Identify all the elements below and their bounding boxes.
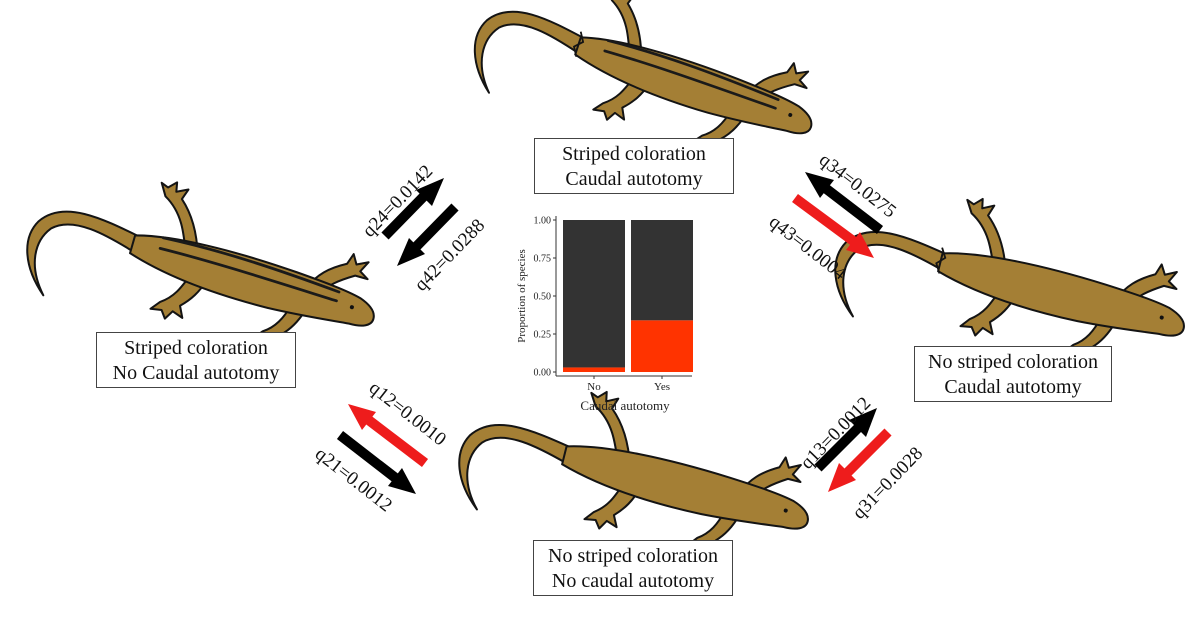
arrow-q24	[381, 178, 444, 240]
arrow-q13	[814, 408, 877, 472]
bar-group	[563, 220, 693, 372]
state-box-left: Striped coloration No Caudal autotomy	[96, 332, 296, 388]
bar-segment-yes-1	[631, 220, 693, 321]
lizard-striped-autotomy	[460, 0, 836, 192]
arrow-q12	[348, 404, 429, 467]
rate-label-q12: q12=0.0010	[365, 377, 450, 450]
y-tick-label: 0.50	[534, 292, 552, 303]
x-tick-label-yes: Yes	[654, 381, 670, 393]
arrow-q21	[336, 431, 416, 494]
rate-label-q43: q43=0.0004	[765, 211, 850, 284]
bar-segment-no-0	[563, 367, 625, 372]
state-left-line2: No Caudal autotomy	[112, 362, 280, 384]
arrow-q43	[792, 193, 874, 258]
y-axis: 0.00 0.25 0.50 0.75 1.00	[534, 216, 557, 379]
y-tick-label: 1.00	[534, 216, 552, 227]
rate-label-q21: q21=0.0012	[311, 443, 396, 516]
arrow-q31	[828, 428, 892, 492]
state-box-bottom: No striped coloration No caudal autotomy	[533, 540, 733, 596]
arrow-q34	[805, 172, 884, 234]
state-left-line1: Striped coloration	[124, 337, 268, 359]
arrow-q42	[397, 203, 459, 266]
x-axis: No Yes	[556, 375, 692, 393]
lizard-no-stripes-autotomy	[823, 167, 1200, 396]
state-bottom-line2: No caudal autotomy	[551, 570, 715, 592]
bar-segment-no-1	[563, 220, 625, 368]
state-box-right: No striped coloration Caudal autotomy	[914, 346, 1112, 402]
rate-label-q42: q42=0.0288	[410, 215, 489, 295]
x-tick-label-no: No	[587, 381, 601, 393]
y-tick-label: 0.75	[534, 254, 552, 265]
state-top-line1: Striped coloration	[562, 143, 706, 165]
y-axis-title: Proportion of species	[516, 249, 528, 342]
state-right-line1: No striped coloration	[928, 351, 1098, 373]
state-bottom-line1: No striped coloration	[548, 545, 718, 567]
state-top-line2: Caudal autotomy	[565, 168, 703, 190]
state-box-top: Striped coloration Caudal autotomy	[534, 138, 734, 194]
state-right-line2: Caudal autotomy	[944, 376, 1082, 398]
y-tick-label: 0.25	[534, 330, 552, 341]
x-axis-title: Caudal autotomy	[580, 398, 670, 413]
bar-segment-yes-0	[631, 320, 693, 372]
y-tick-label: 0.00	[534, 368, 552, 379]
proportion-bar-chart: 0.00 0.25 0.50 0.75 1.00 No Yes Proportion of…	[516, 216, 693, 413]
lizard-striped-no-autotomy	[13, 146, 396, 386]
